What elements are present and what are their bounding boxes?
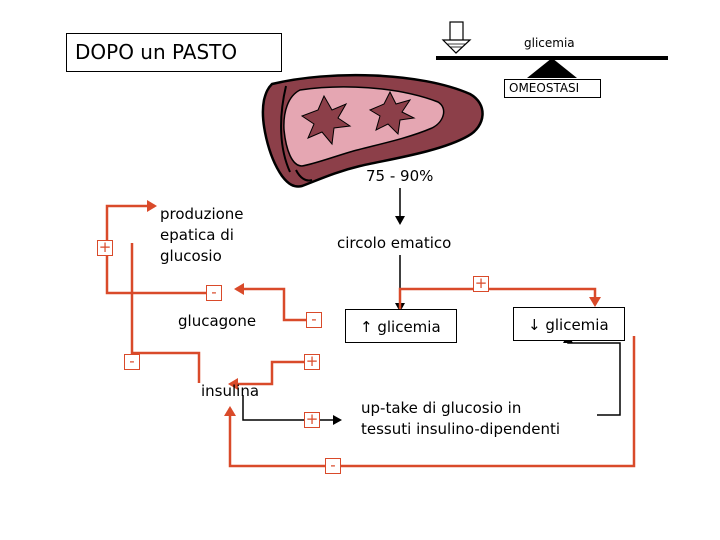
- red-arrow-to-insulin: [228, 360, 312, 390]
- circulation-label: circolo ematico: [337, 234, 452, 252]
- minus-sign-glucagon-top: -: [206, 285, 222, 301]
- plus-sign-insulin-lower: +: [304, 410, 320, 428]
- glycemia-down-box: ↓ glicemia: [513, 307, 625, 341]
- percentage-label: 75 - 90%: [366, 167, 434, 185]
- arrow-uptake-to-glycemia-down: [563, 334, 621, 416]
- minus-sign-bottom: -: [325, 458, 341, 474]
- homeostasis-box: OMEOSTASI: [504, 79, 601, 98]
- uptake-line-2: tessuti insulino-dipendenti: [361, 420, 561, 438]
- minus-sign-insulin-left: -: [124, 354, 140, 370]
- insulin-label: insulina: [201, 382, 260, 400]
- plus-sign-production: +: [97, 238, 113, 256]
- hepatic-production-line-2: epatica di: [160, 226, 234, 244]
- hepatic-production-line-1: produzione: [160, 205, 244, 223]
- plus-sign-insulin-upper: +: [304, 352, 320, 370]
- uptake-line-1: up-take di glucosio in: [361, 399, 522, 417]
- glycemia-down-text: ↓ glicemia: [528, 316, 609, 334]
- hepatic-production-line-3: glucosio: [160, 247, 222, 265]
- red-arrow-insulin-to-production: [130, 243, 201, 383]
- glycemia-up-box: ↑ glicemia: [345, 309, 457, 343]
- glycemia-up-text: ↑ glicemia: [360, 318, 441, 336]
- red-arrow-bottom-loop: [224, 336, 636, 468]
- title-text: DOPO un PASTO: [75, 40, 238, 64]
- plus-sign-circulation: +: [473, 274, 489, 292]
- glycemia-weight-label: glicemia: [524, 36, 575, 50]
- minus-sign-glucagon-right: -: [306, 312, 322, 328]
- homeostasis-text: OMEOSTASI: [509, 81, 580, 95]
- title-box: DOPO un PASTO: [66, 33, 282, 72]
- red-arrow-to-glucagon: [234, 283, 312, 322]
- glucagon-label: glucagone: [178, 312, 257, 330]
